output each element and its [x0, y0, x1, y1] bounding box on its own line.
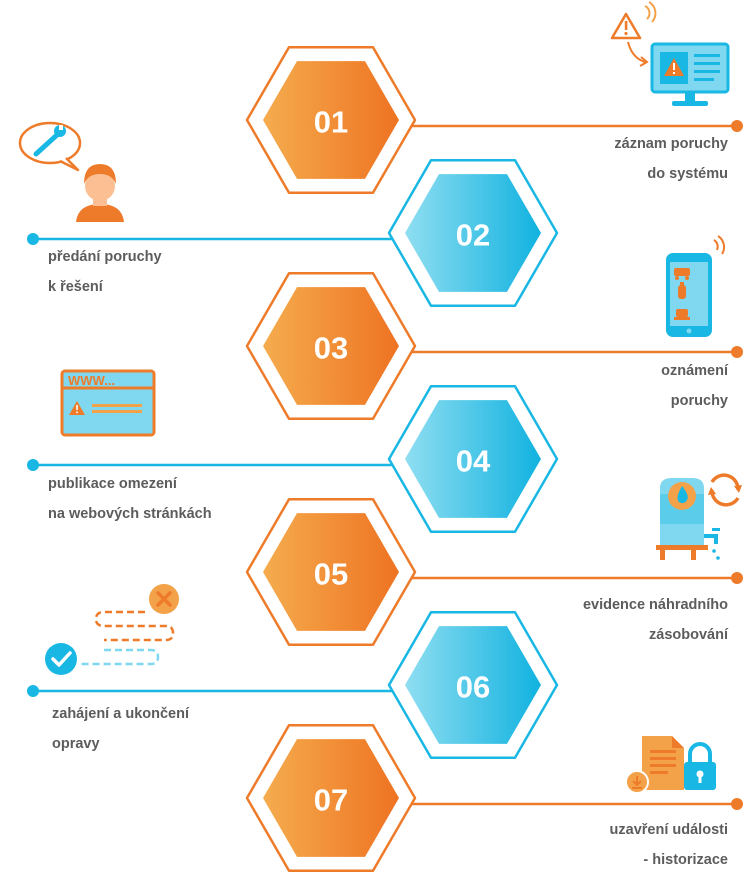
- step-02-label-line1: předání poruchy: [48, 249, 162, 265]
- step-06-label: zahájení a ukončení opravy: [52, 699, 189, 759]
- step-05-hexagon: 05: [245, 498, 417, 646]
- step-02-hexagon-fill: [405, 174, 541, 292]
- smartphone-alert-icon: [666, 235, 725, 337]
- step-01-label-line1: záznam poruchy: [614, 136, 728, 152]
- step-05-label-line2: zásobování: [649, 627, 728, 643]
- technician-wrench-icon: [18, 121, 124, 222]
- step-07-number: 07: [314, 783, 348, 818]
- step-07-hexagon: 07: [245, 724, 417, 872]
- hexagon-steps: 01 02 03 04 05 06 07: [245, 46, 559, 872]
- step-03-label-line1: oznámení: [661, 363, 728, 379]
- step-05-label: evidence náhradního zásobování: [583, 590, 728, 650]
- step-01-hexagon: 01: [245, 46, 417, 194]
- step-05-connector-dot: [731, 572, 743, 584]
- step-01-connector-dot: [731, 120, 743, 132]
- step-06-number: 06: [456, 670, 490, 705]
- step-04-label-line2: na webových stránkách: [48, 506, 212, 522]
- repair-progress-icon: [45, 584, 179, 675]
- step-02-hexagon: 02: [387, 159, 559, 307]
- step-01-number: 01: [314, 105, 348, 140]
- step-06-hexagon-fill: [405, 626, 541, 744]
- step-06-connector-dot: [27, 685, 39, 697]
- step-03-label: oznámení poruchy: [661, 356, 728, 416]
- step-03-label-line2: poruchy: [670, 393, 728, 409]
- step-07-hexagon-fill: [263, 739, 399, 857]
- step-04-label: publikace omezení na webových stránkách: [48, 469, 212, 529]
- step-04-hexagon: 04: [387, 385, 559, 533]
- connector-lines: [27, 120, 743, 810]
- www-text: WWW...: [68, 373, 115, 388]
- step-04-label-line1: publikace omezení: [48, 476, 177, 492]
- step-02-label-line2: k řešení: [48, 279, 103, 295]
- step-05-label-line1: evidence náhradního: [582, 597, 728, 613]
- step-03-number: 03: [314, 331, 348, 366]
- step-06-hexagon: 06: [387, 611, 559, 759]
- step-07-label-line2: - historizace: [643, 852, 728, 868]
- step-06-label-line2: opravy: [52, 736, 100, 752]
- step-02-label: předání poruchy k řešení: [48, 242, 162, 302]
- step-02-connector-dot: [27, 233, 39, 245]
- step-01-label: záznam poruchy do systému: [614, 129, 728, 189]
- document-lock-icon: [625, 736, 716, 794]
- step-07-label-line1: uzavření události: [609, 822, 728, 838]
- step-04-hexagon-fill: [405, 400, 541, 518]
- step-04-connector-dot: [27, 459, 39, 471]
- step-03-hexagon: 03: [245, 272, 417, 420]
- step-04-number: 04: [456, 444, 491, 479]
- step-07-connector-dot: [731, 798, 743, 810]
- step-03-hexagon-fill: [263, 287, 399, 405]
- step-01-hexagon-fill: [263, 61, 399, 179]
- step-02-number: 02: [456, 218, 490, 253]
- web-page-warning-icon: WWW...: [60, 369, 156, 437]
- step-05-number: 05: [314, 557, 348, 592]
- step-05-hexagon-fill: [263, 513, 399, 631]
- monitor-warning-icon: [610, 1, 730, 106]
- step-07-label: uzavření události - historizace: [610, 815, 728, 875]
- step-06-label-line1: zahájení a ukončení: [52, 706, 189, 722]
- step-03-connector-dot: [731, 346, 743, 358]
- water-tank-icon: [656, 473, 742, 560]
- step-01-label-line2: do systému: [647, 166, 728, 182]
